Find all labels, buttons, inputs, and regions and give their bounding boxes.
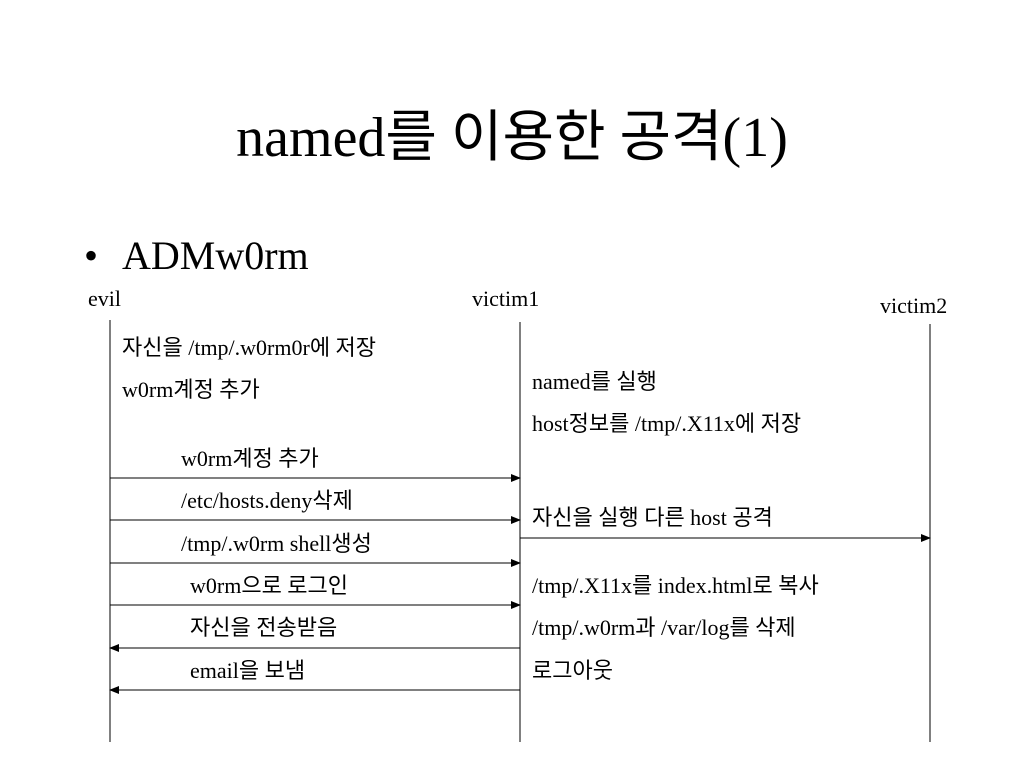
host-label-victim2: victim2 bbox=[880, 293, 948, 318]
evil-note: 자신을 /tmp/.w0rm0r에 저장 bbox=[122, 335, 377, 360]
attack-message-label: 자신을 실행 다른 host 공격 bbox=[532, 505, 773, 530]
bullet-text: ADMw0rm bbox=[122, 233, 309, 278]
bullet-item: • ADMw0rm bbox=[84, 228, 309, 284]
message-label: /tmp/.w0rm shell생성 bbox=[181, 531, 372, 556]
host-label-victim1: victim1 bbox=[472, 286, 540, 311]
message-label: email을 보냄 bbox=[190, 658, 306, 683]
bullet-dot: • bbox=[84, 233, 99, 278]
message-label: /etc/hosts.deny삭제 bbox=[181, 488, 353, 513]
victim1-note: /tmp/.X11x를 index.html로 복사 bbox=[532, 573, 819, 598]
victim1-note: /tmp/.w0rm과 /var/log를 삭제 bbox=[532, 615, 796, 640]
message-label: w0rm으로 로그인 bbox=[190, 573, 349, 598]
slide-title: named를 이용한 공격(1) bbox=[236, 107, 788, 169]
host-label-evil: evil bbox=[88, 286, 121, 311]
victim1-note: host정보를 /tmp/.X11x에 저장 bbox=[532, 411, 802, 436]
message-label: w0rm계정 추가 bbox=[181, 446, 319, 471]
evil-note: w0rm계정 추가 bbox=[122, 377, 260, 402]
victim1-note: named를 실행 bbox=[532, 369, 657, 394]
victim1-note: 로그아웃 bbox=[532, 658, 613, 683]
message-label: 자신을 전송받음 bbox=[190, 615, 338, 640]
